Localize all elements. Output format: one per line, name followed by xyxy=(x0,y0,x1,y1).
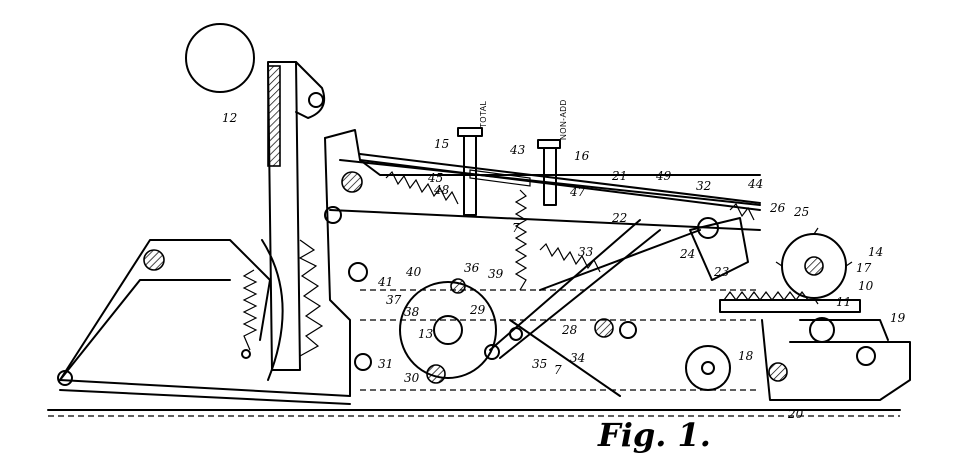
ref-31: 31 xyxy=(378,357,393,371)
ref-40: 40 xyxy=(405,265,422,279)
ref-19: 19 xyxy=(890,311,906,325)
non-add-key-tag: NON-ADD xyxy=(559,99,568,140)
ref-15: 15 xyxy=(434,137,449,151)
ref-48: 48 xyxy=(433,183,450,197)
key-bar xyxy=(359,153,761,211)
figure-caption: Fig. 1. xyxy=(597,416,711,454)
ref-20: 20 xyxy=(787,407,804,421)
ref-41: 41 xyxy=(377,275,393,289)
ref-7b: 7 xyxy=(554,363,562,377)
gear-13 xyxy=(399,278,497,384)
ref-37: 37 xyxy=(386,293,402,307)
reference-labels: 12 15 16 43 45 48 47 21 49 32 44 26 25 1… xyxy=(222,111,906,421)
ref-16: 16 xyxy=(574,149,590,163)
frame-arm xyxy=(57,239,351,405)
ref-22: 22 xyxy=(611,211,627,225)
total-key-tag: TOTAL xyxy=(479,100,488,128)
ref-33: 33 xyxy=(578,245,594,259)
ref-21: 21 xyxy=(611,169,627,183)
ref-13: 13 xyxy=(418,327,434,341)
ref-44: 44 xyxy=(747,177,763,191)
gear-17 xyxy=(775,227,853,305)
ref-45: 45 xyxy=(427,171,443,185)
ref-35: 35 xyxy=(532,357,547,371)
ref-7a: 7 xyxy=(512,221,520,235)
ref-26: 26 xyxy=(769,201,786,215)
ref-30: 30 xyxy=(404,371,420,385)
ref-23: 23 xyxy=(713,265,730,279)
rack-11 xyxy=(719,291,861,313)
spring-set xyxy=(385,170,755,291)
ref-28: 28 xyxy=(561,323,578,337)
ref-24: 24 xyxy=(679,247,695,261)
ref-17: 17 xyxy=(856,261,872,275)
base-plate xyxy=(47,409,901,417)
ref-39: 39 xyxy=(488,267,504,281)
return-spring xyxy=(241,269,258,359)
ref-11: 11 xyxy=(836,295,851,309)
ref-18: 18 xyxy=(738,349,754,363)
operating-lever xyxy=(261,61,326,381)
ref-25: 25 xyxy=(793,205,809,219)
linkages xyxy=(484,217,749,397)
ref-36: 36 xyxy=(464,261,480,275)
ref-32: 32 xyxy=(696,179,711,193)
ref-14: 14 xyxy=(868,245,883,259)
ref-38: 38 xyxy=(404,305,420,319)
ref-12: 12 xyxy=(222,111,237,125)
ref-29: 29 xyxy=(469,303,486,317)
ref-47: 47 xyxy=(569,185,586,199)
right-slide xyxy=(761,317,911,401)
ref-49: 49 xyxy=(655,169,672,183)
ref-34: 34 xyxy=(570,351,585,365)
ref-43: 43 xyxy=(509,143,526,157)
central-frame xyxy=(324,129,761,397)
ref-10: 10 xyxy=(858,279,874,293)
handle-knob xyxy=(185,23,255,93)
